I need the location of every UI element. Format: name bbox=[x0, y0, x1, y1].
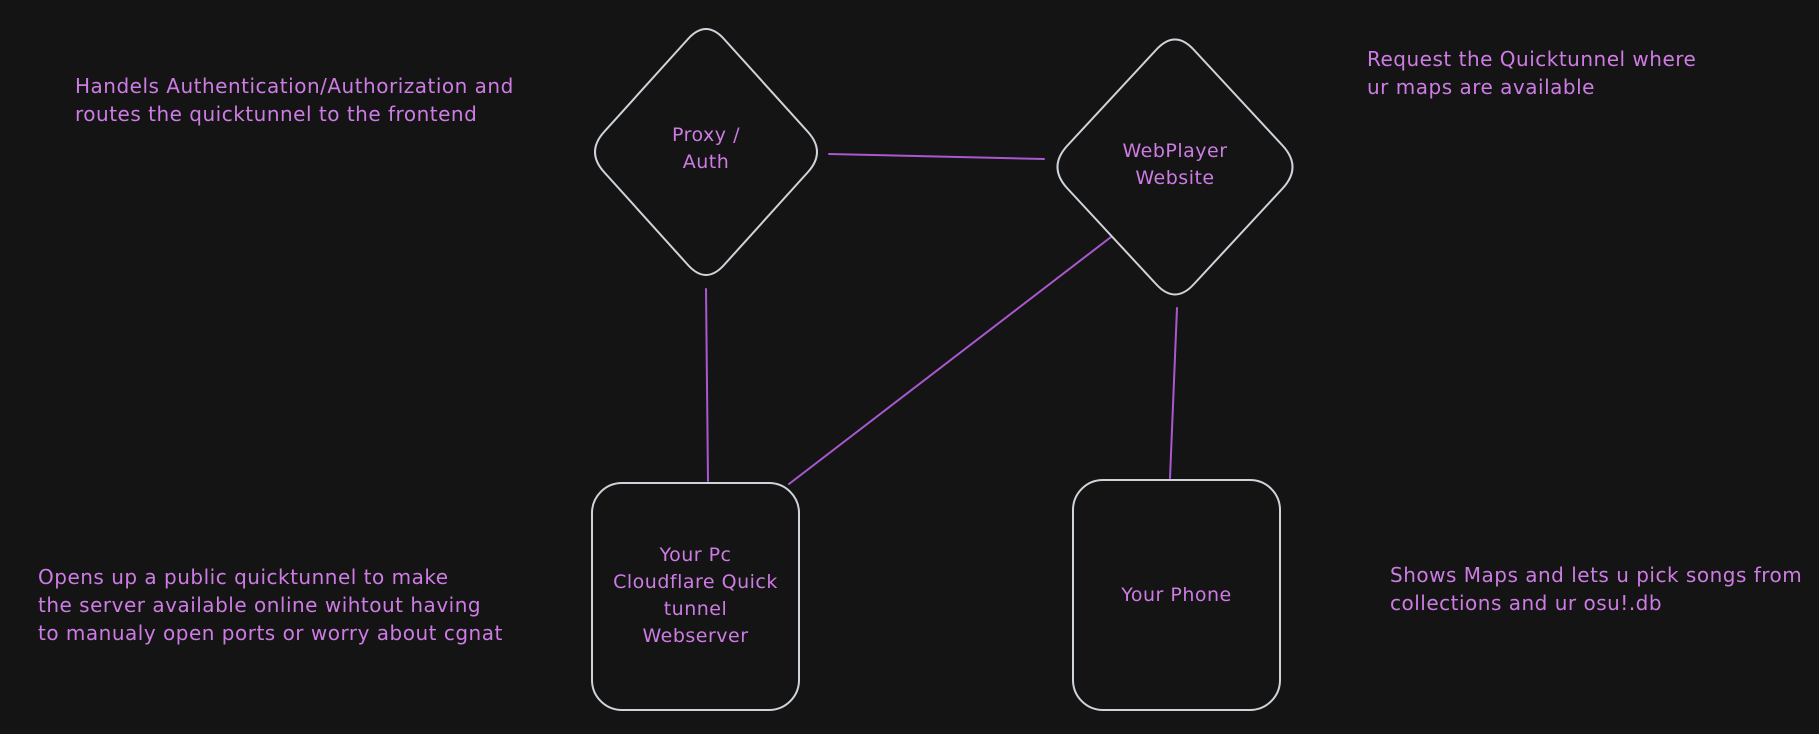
yourpc-box-shape bbox=[591, 482, 800, 711]
annotation-line: Handels Authentication/Authorization and bbox=[75, 74, 514, 98]
node-label-line: Auth bbox=[682, 151, 730, 173]
annotation-line: Request the Quicktunnel where bbox=[1367, 47, 1697, 71]
annotation-line: to manualy open ports or worry about cgn… bbox=[38, 621, 503, 645]
webplayer-diamond-shape bbox=[1056, 38, 1294, 296]
annotation-bottom-left: Opens up a public quicktunnel to make th… bbox=[38, 563, 503, 647]
annotation-line: Shows Maps and lets u pick songs from bbox=[1390, 563, 1803, 587]
connector-proxy-to-yourpc bbox=[705, 288, 709, 482]
connector-webplayer-to-yourpc bbox=[788, 236, 1112, 485]
annotation-line: collections and ur osu!.db bbox=[1390, 591, 1663, 615]
annotation-line: routes the quicktunnel to the frontend bbox=[75, 102, 478, 126]
annotation-line: ur maps are available bbox=[1367, 75, 1595, 99]
annotation-top-left: Handels Authentication/Authorization and… bbox=[75, 72, 514, 128]
node-label-line: Your Phone bbox=[1121, 584, 1232, 606]
yourpc-node-label: Your Pc Cloudflare Quick tunnel Webserve… bbox=[592, 542, 799, 650]
yourphone-box-shape bbox=[1072, 479, 1281, 711]
connector-webplayer-to-yourphone bbox=[1169, 307, 1178, 479]
node-label-line: Cloudflare Quick bbox=[613, 571, 778, 593]
node-label-line: tunnel bbox=[663, 598, 728, 620]
node-label-line: Proxy / bbox=[672, 124, 740, 146]
proxy-auth-diamond-shape bbox=[594, 28, 818, 276]
annotation-line: Opens up a public quicktunnel to make bbox=[38, 565, 449, 589]
annotation-line: the server available online wihtout havi… bbox=[38, 593, 482, 617]
node-label-line: Your Pc bbox=[659, 544, 732, 566]
connector-proxy-to-webplayer bbox=[828, 153, 1045, 160]
node-label-line: Website bbox=[1135, 167, 1215, 189]
annotation-top-right: Request the Quicktunnel where ur maps ar… bbox=[1367, 45, 1696, 101]
annotation-bottom-right: Shows Maps and lets u pick songs from co… bbox=[1390, 561, 1802, 617]
yourphone-node-label: Your Phone bbox=[1073, 582, 1280, 609]
node-label-line: WebPlayer bbox=[1122, 140, 1228, 162]
proxy-auth-node-label: Proxy / Auth bbox=[606, 122, 806, 176]
node-label-line: Webserver bbox=[642, 625, 749, 647]
webplayer-node-label: WebPlayer Website bbox=[1075, 138, 1275, 192]
